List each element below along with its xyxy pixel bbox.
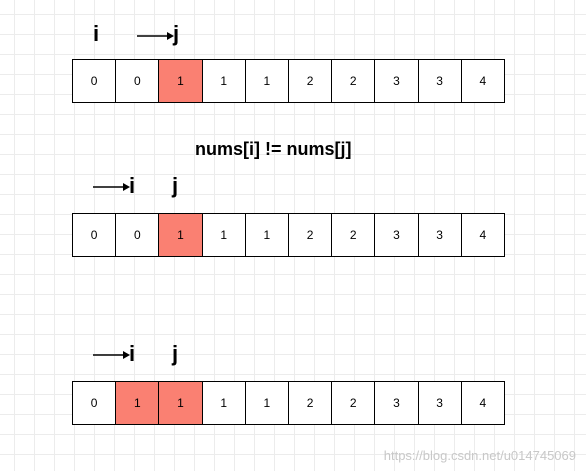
array-cell: 1 [201,213,246,257]
arrow-icon-row1 [137,32,174,40]
array-cell: 0 [115,59,160,103]
array-cell: 2 [287,213,333,257]
array-cell: 3 [374,381,419,425]
array-cell: 0 [115,213,160,257]
watermark-url: https://blog.csdn.net/u014745069 [383,448,576,463]
array-cell: 1 [201,59,246,103]
arrow-icon-row2 [93,183,130,191]
array-cell: 2 [331,381,376,425]
array-cell: 0 [72,59,117,103]
array-cell: 1 [244,213,289,257]
array-cell-highlighted: 1 [158,381,203,425]
array-cell-highlighted: 1 [158,213,203,257]
array-cell: 3 [417,59,462,103]
array-cell: 4 [460,59,505,103]
arrow-icon-row3 [93,351,130,359]
comparison-caption: nums[i] != nums[j] [195,139,352,159]
array-cell-highlighted: 1 [158,59,203,103]
array-cell: 2 [331,213,376,257]
array-cell: 3 [417,381,462,425]
pointer-j-row2: j [172,173,179,198]
array-cell: 0 [72,213,117,257]
array-cell: 1 [244,381,289,425]
array-cell: 2 [331,59,376,103]
array-cell: 3 [374,213,419,257]
array-cell: 2 [287,381,333,425]
pointer-i-row3: i [129,341,136,366]
array-cell: 3 [374,59,419,103]
pointer-i-row1: i [93,21,100,46]
pointer-j-row1: j [173,21,180,46]
array-cell: 1 [201,381,246,425]
array-row-3: 0 1 1 1 1 2 2 3 3 4 [72,381,514,425]
array-row-1: 0 0 1 1 1 2 2 3 3 4 [72,59,514,103]
pointer-i-row2: i [129,173,136,198]
array-cell: 4 [460,381,505,425]
array-cell: 2 [287,59,333,103]
array-row-2: 0 0 1 1 1 2 2 3 3 4 [72,213,514,257]
pointer-j-row3: j [172,341,179,366]
array-cell: 1 [244,59,289,103]
array-cell-highlighted: 1 [115,381,160,425]
array-cell: 3 [417,213,462,257]
array-cell: 0 [72,381,117,425]
array-cell: 4 [460,213,505,257]
